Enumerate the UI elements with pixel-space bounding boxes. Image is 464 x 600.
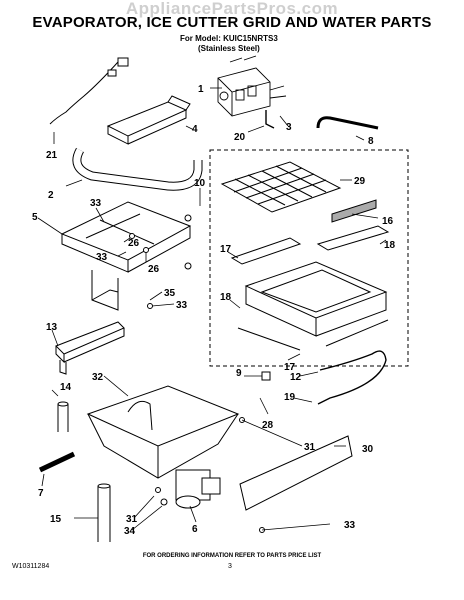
callout-label: 17 xyxy=(220,244,232,255)
page-number: 3 xyxy=(228,563,232,570)
callout-label: 29 xyxy=(354,176,366,187)
callout-label: 31 xyxy=(126,514,138,525)
callout-label: 21 xyxy=(46,150,58,161)
document-number: W10311284 xyxy=(12,563,50,570)
watermark: AppliancePartsPros.com xyxy=(125,0,339,18)
panel-part xyxy=(239,435,353,511)
callout-label: 5 xyxy=(32,212,38,223)
callout-label: 33 xyxy=(344,520,356,531)
page-title: EVAPORATOR, ICE CUTTER GRID AND WATER PA… xyxy=(32,14,432,31)
callout-label: 8 xyxy=(368,136,374,147)
water-trough-part xyxy=(55,321,125,375)
grid-assembly-boundary xyxy=(209,149,409,367)
callout-label: 16 xyxy=(382,216,394,227)
cutter-grid-part xyxy=(220,161,342,213)
pump-part xyxy=(175,469,221,509)
ordering-note: FOR ORDERING INFORMATION REFER TO PARTS … xyxy=(142,553,322,559)
tube-7 xyxy=(38,451,76,473)
callout-labels: 1 3 20 8 4 21 2 10 29 5 33 26 16 33 26 1… xyxy=(32,84,396,537)
callout-label: 3 xyxy=(286,122,292,133)
tube-15 xyxy=(97,486,111,542)
callout-label: 19 xyxy=(284,392,296,403)
callout-label: 31 xyxy=(304,442,316,453)
callout-label: 33 xyxy=(96,252,108,263)
model-finish: (Stainless Steel) xyxy=(198,44,260,53)
wire-part xyxy=(317,350,387,405)
tube-14 xyxy=(57,404,69,432)
water-tube-part xyxy=(316,116,379,130)
callout-label: 14 xyxy=(60,382,72,393)
callout-label: 26 xyxy=(128,238,140,249)
callout-label: 6 xyxy=(192,524,198,535)
screws xyxy=(129,214,265,533)
grid-frame-part xyxy=(230,225,390,351)
model-info: For Model: KUIC15NRTS3 (Stainless Steel) xyxy=(180,34,278,54)
callout-label: 7 xyxy=(38,488,44,499)
callout-label: 2 xyxy=(48,190,54,201)
grid-bar-part xyxy=(331,199,377,223)
callout-label: 17 xyxy=(284,362,296,373)
frame-part xyxy=(60,201,192,311)
model-number: For Model: KUIC15NRTS3 xyxy=(180,34,278,43)
reservoir-part xyxy=(86,385,240,479)
callout-label: 33 xyxy=(176,300,188,311)
callout-label: 20 xyxy=(234,132,246,143)
callout-label: 34 xyxy=(124,526,136,537)
leader-lines xyxy=(37,87,387,531)
callout-label: 33 xyxy=(90,198,102,209)
wire-harness-part xyxy=(49,61,119,125)
callout-label: 18 xyxy=(220,292,232,303)
callout-label: 18 xyxy=(384,240,396,251)
callout-label: 4 xyxy=(192,124,198,135)
callout-label: 26 xyxy=(148,264,160,275)
callout-label: 15 xyxy=(50,514,62,525)
callout-label: 13 xyxy=(46,322,58,333)
callout-label: 32 xyxy=(92,372,104,383)
callout-label: 35 xyxy=(164,288,176,299)
callout-label: 12 xyxy=(290,372,302,383)
callout-label: 10 xyxy=(194,178,206,189)
water-valve-part xyxy=(217,55,287,117)
callout-label: 1 xyxy=(198,84,204,95)
callout-label: 9 xyxy=(236,368,242,379)
callout-label: 28 xyxy=(262,420,274,431)
callout-label: 30 xyxy=(362,444,374,455)
evaporator-part xyxy=(106,95,191,145)
clip-part xyxy=(261,371,271,381)
